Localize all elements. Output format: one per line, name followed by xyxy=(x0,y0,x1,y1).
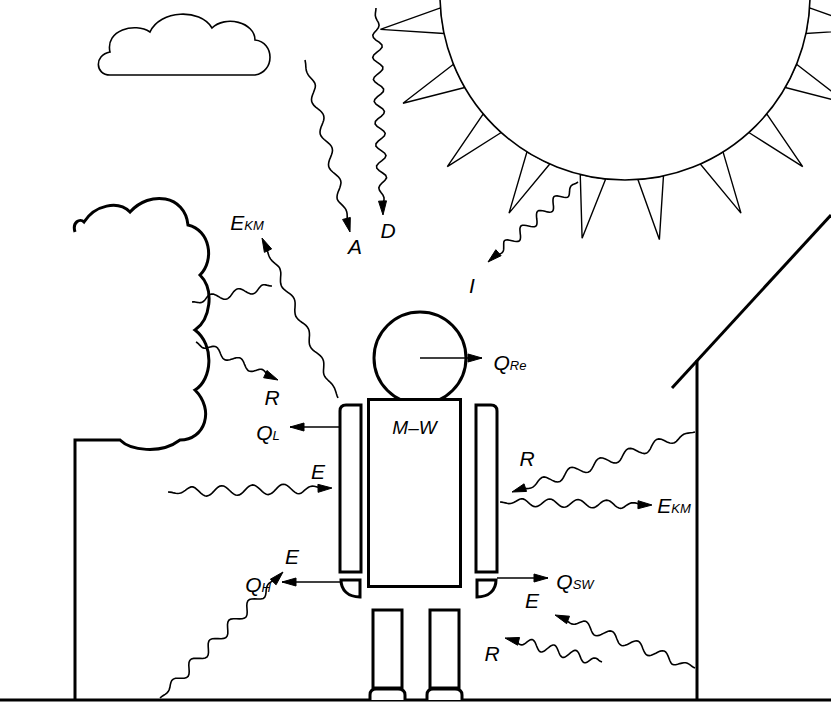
flux-symbol: E xyxy=(525,590,539,611)
flux-symbol: R xyxy=(484,643,499,664)
flux-symbol: D xyxy=(380,220,395,241)
ground-reflection-wave-head xyxy=(505,637,520,645)
flux-symbol: R xyxy=(519,448,534,469)
tree-reflection-wave xyxy=(196,342,269,376)
tree-reflection-wave-head xyxy=(264,370,278,380)
ground-longwave-wave-head xyxy=(270,572,283,585)
direct-radiation-wave-head xyxy=(379,201,387,215)
latent-heat-arrow-head xyxy=(290,423,304,431)
solar-radiation-wave-head xyxy=(488,250,501,262)
solar-radiation-wave xyxy=(496,182,579,255)
sweat-heat-arrow-head xyxy=(534,574,548,582)
flux-symbol: EKM xyxy=(230,212,264,233)
cloud xyxy=(98,14,270,75)
right-leg xyxy=(430,610,459,688)
flux-symbol: R xyxy=(264,387,279,408)
flux-symbol: EKM xyxy=(657,495,691,516)
house-longwave-wave-head xyxy=(555,615,570,624)
ground-reflection-wave xyxy=(515,640,602,663)
flux-symbol: A xyxy=(348,236,362,257)
diffuse-radiation-wave xyxy=(305,60,348,222)
sun-ray xyxy=(380,8,444,34)
tree-longwave-wave xyxy=(168,484,322,496)
body-box: M–W xyxy=(367,398,462,588)
flux-symbol: QL xyxy=(256,422,280,443)
flux-symbol: E xyxy=(285,546,299,567)
direct-radiation-wave xyxy=(373,8,387,205)
emission-wave-right xyxy=(500,499,642,509)
left-arm xyxy=(340,405,361,572)
tree-longwave-wave-head xyxy=(318,484,332,492)
flux-symbol: QSW xyxy=(556,571,593,592)
emission-wave-right-head xyxy=(638,501,652,509)
left-leg xyxy=(373,610,402,688)
diffuse-radiation-wave-head xyxy=(343,217,351,232)
sensible-heat-arrow-head xyxy=(282,578,296,586)
left-hand xyxy=(341,580,360,597)
body-label: M–W xyxy=(370,401,459,439)
tree-outline xyxy=(74,198,209,700)
house-wall xyxy=(696,360,699,700)
right-arm xyxy=(476,405,497,572)
left-foot xyxy=(370,689,405,700)
flux-symbol: QRe xyxy=(494,352,527,373)
right-hand xyxy=(477,580,496,597)
respiration-arrow-head xyxy=(468,354,482,362)
house-longwave-wave xyxy=(564,619,695,669)
emission-wave-left xyxy=(266,247,338,398)
flux-symbol: QH xyxy=(245,574,271,595)
sun-disc xyxy=(440,0,810,180)
tree-emission-wave xyxy=(192,285,272,303)
house-reflection-wave xyxy=(522,432,696,489)
flux-symbol: I xyxy=(469,275,475,296)
emission-wave-left-head xyxy=(262,238,272,252)
sun-ray xyxy=(638,176,664,240)
ground-line xyxy=(0,699,831,702)
flux-symbol: E xyxy=(311,461,325,482)
house-reflection-wave-head xyxy=(512,484,527,492)
right-foot xyxy=(427,689,462,700)
sun-ray xyxy=(580,175,605,239)
ground-longwave-wave xyxy=(160,579,276,698)
